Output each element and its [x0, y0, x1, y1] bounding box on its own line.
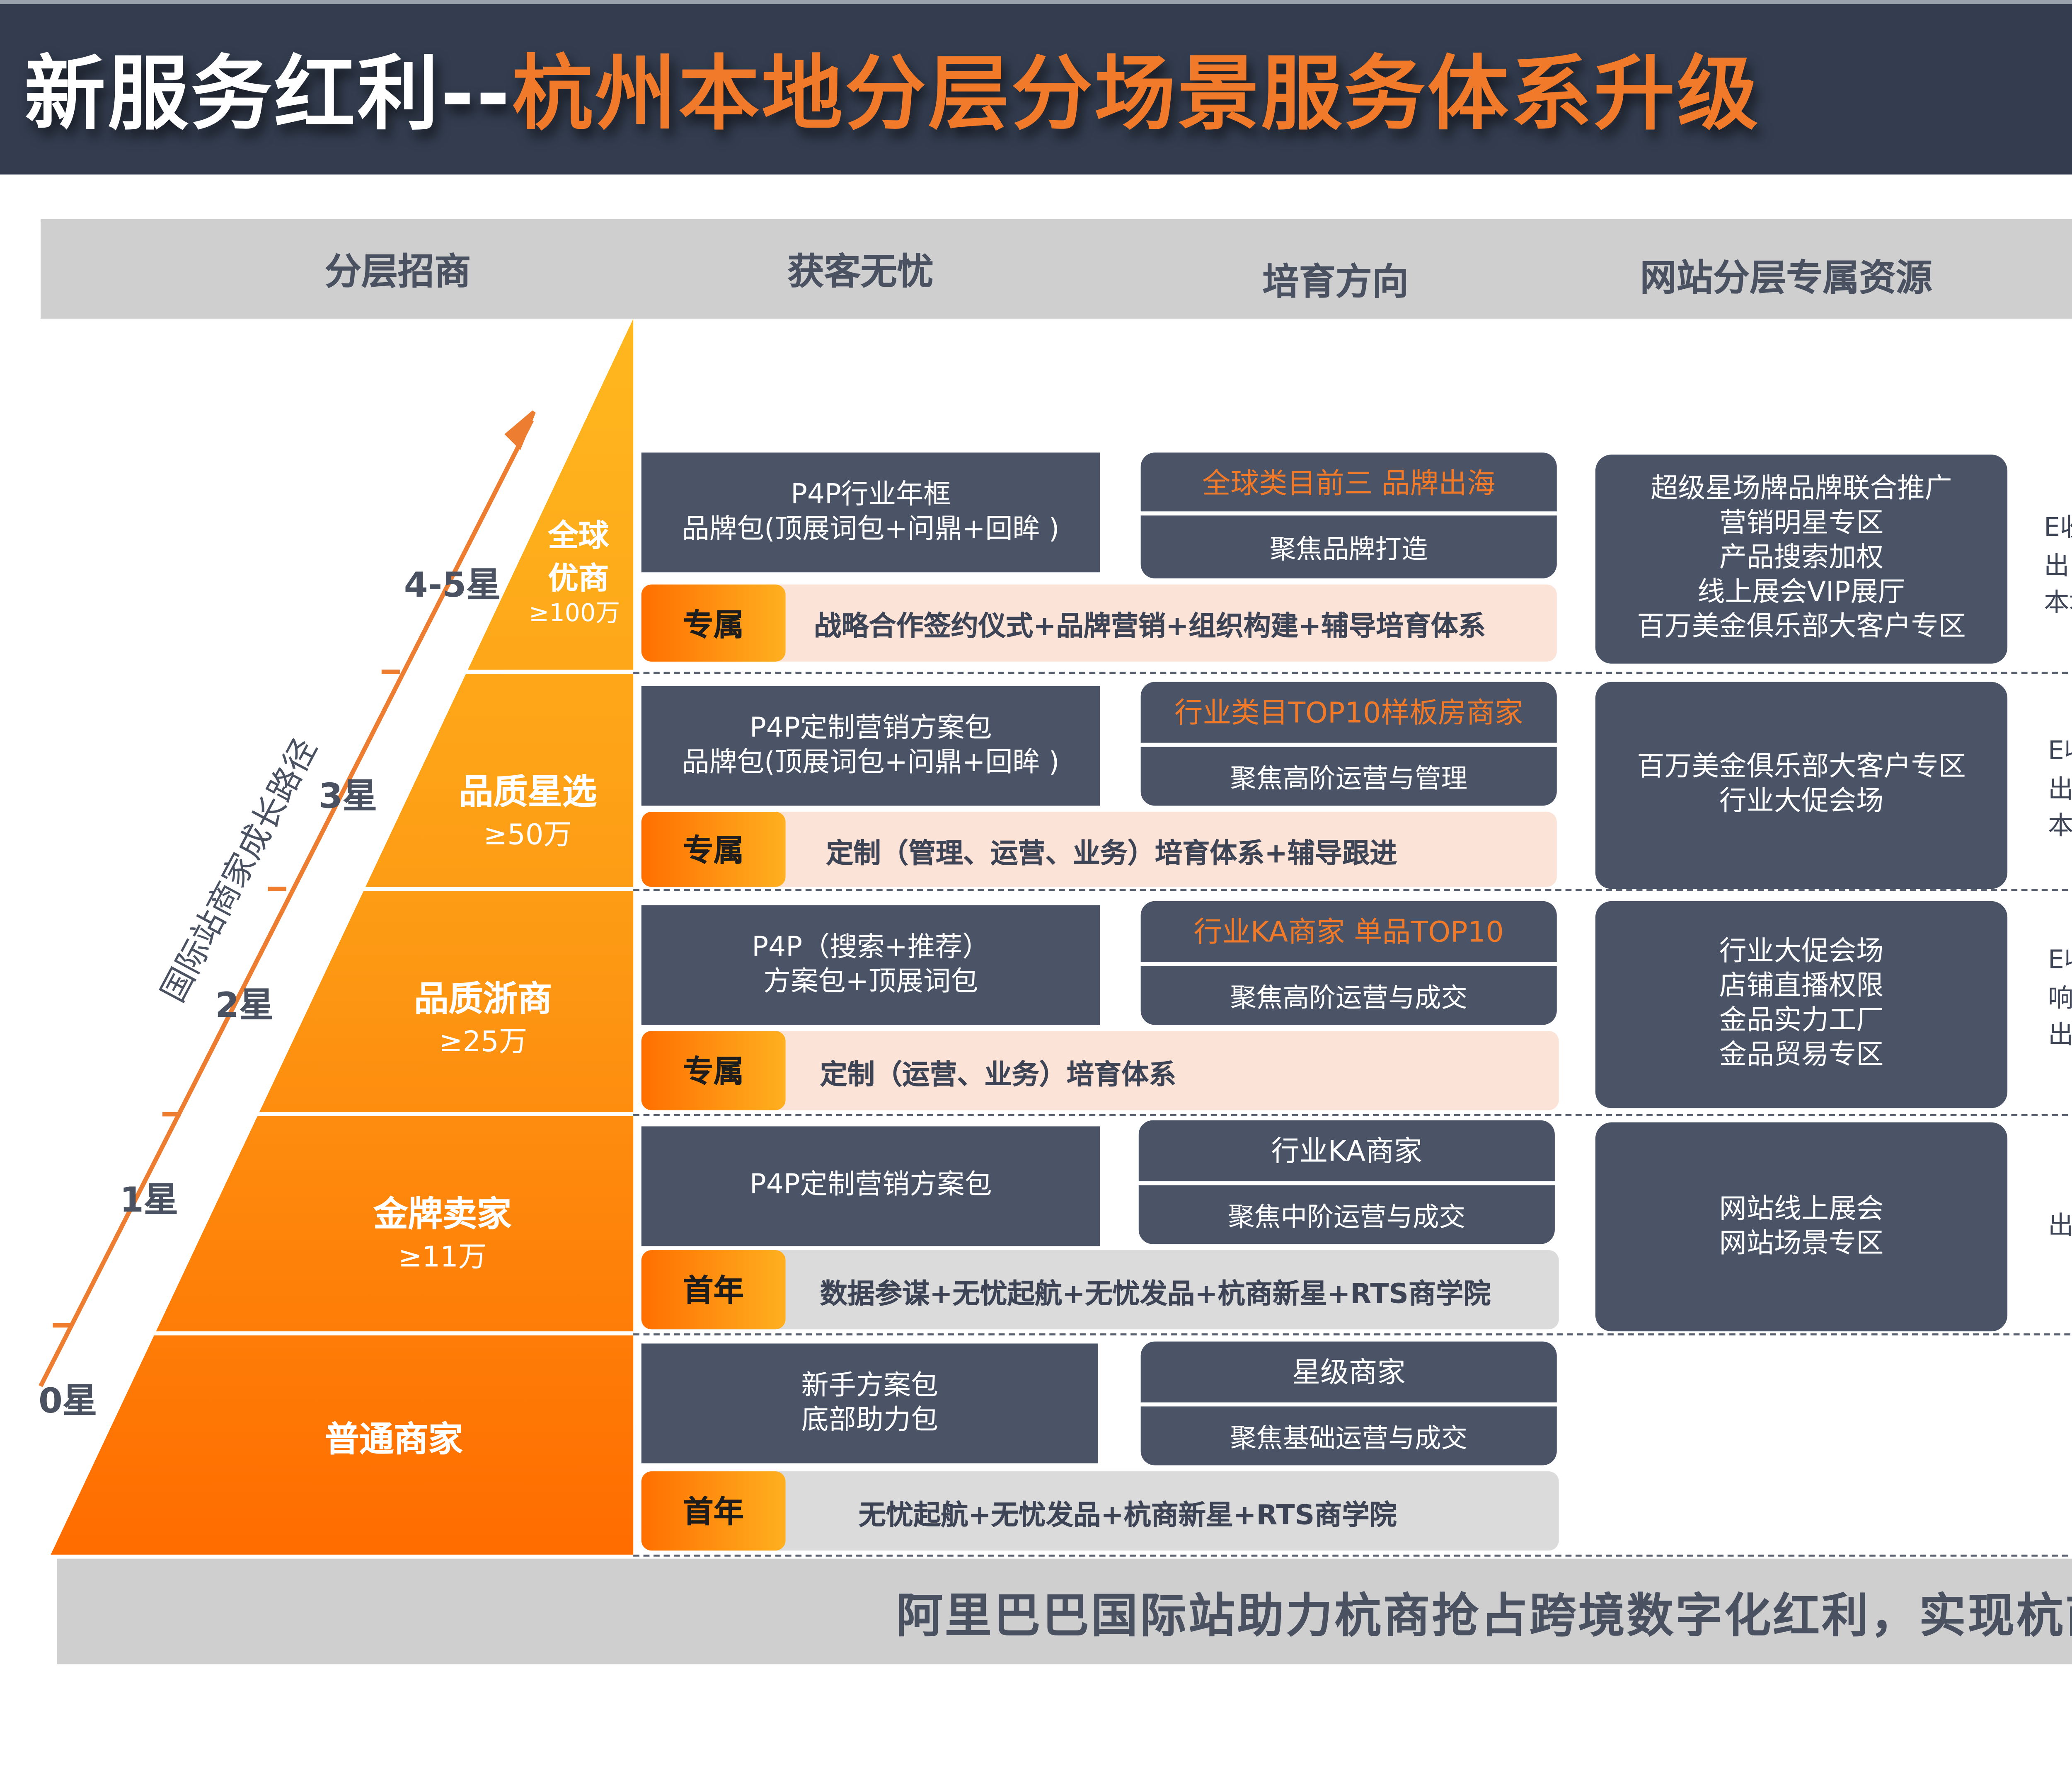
tier-label-quality-zhe: 品质浙商 ≥25万	[414, 980, 552, 1059]
tier-label-regular: 普通商家	[324, 1420, 463, 1461]
tier-threshold-global: ≥100万	[529, 598, 620, 627]
direction-title-tier5: 星级商家	[1140, 1341, 1557, 1403]
acquisition-box-tier1: P4P行业年框 品牌包(顶展词包+问鼎+回眸 )	[641, 452, 1100, 573]
direction-focus-tier2: 聚焦高阶运营与管理	[1140, 747, 1557, 806]
direction-title-tier4: 行业KA商家	[1138, 1120, 1555, 1181]
tier-divider	[503, 670, 634, 674]
title-bar	[0, 0, 2072, 175]
tier-label-global: 全球 优商	[548, 517, 609, 597]
star-level-1: 1星	[119, 1181, 179, 1222]
row-divider	[633, 889, 2072, 891]
exclusive-band-tier3: 专属 定制（运营、业务）培育体系	[641, 1031, 1559, 1110]
acquisition-box-tier2: P4P定制营销方案包 品牌包(顶展词包+问鼎+回眸 )	[641, 686, 1100, 806]
direction-focus-tier4: 聚焦中阶运营与成交	[1138, 1185, 1555, 1244]
first-year-tag: 首年	[641, 1250, 786, 1330]
star-level-2: 2星	[215, 986, 274, 1027]
direction-focus-tier5: 聚焦基础运营与成交	[1140, 1406, 1557, 1466]
exclusive-tag: 专属	[641, 1031, 786, 1110]
first-year-tag: 首年	[641, 1471, 786, 1551]
column-header-site-resources: 网站分层专属资源	[1640, 258, 1932, 300]
supply-chain-tier1: E收汇便捷收款，服务费5折 出口结汇返利服务（1美金/0.5分-0.8分RMB人…	[2044, 511, 2072, 617]
column-header-tiers: 分层招商	[324, 252, 471, 295]
exclusive-band-tier2: 专属 定制（管理、运营、业务）培育体系+辅导跟进	[641, 812, 1557, 887]
star-level-0: 0星	[39, 1382, 97, 1423]
direction-focus-tier1: 聚焦品牌打造	[1140, 515, 1557, 578]
supply-chain-tier3: E收汇便捷收款，服务费5折 响应时效：产品审核、发票验证、资金转款时效1小时 出…	[2048, 943, 2072, 1050]
direction-title-tier3: 行业KA商家 单品TOP10	[1140, 901, 1557, 962]
exclusive-tag: 专属	[641, 584, 786, 662]
title-highlight: 杭州本地分层分场景服务体系升级	[512, 48, 1760, 142]
direction-title-tier1: 全球类目前三 品牌出海	[1140, 452, 1557, 512]
acquisition-box-tier4: P4P定制营销方案包	[641, 1126, 1100, 1246]
column-header-acquisition: 获客无忧	[787, 252, 934, 295]
star-level-4-5: 4-5星	[404, 566, 501, 607]
first-year-band-tier5: 首年 无忧起航+无忧发品+杭商新星+RTS商学院	[641, 1471, 1559, 1551]
exclusive-band-tier1: 专属 战略合作签约仪式+品牌营销+组织构建+辅导培育体系	[641, 584, 1557, 662]
row-divider	[633, 672, 2072, 674]
column-header-direction: 培育方向	[1262, 261, 1409, 305]
exclusive-tag: 专属	[641, 812, 786, 887]
row-divider	[633, 1333, 2072, 1335]
site-resources-tier4: 网站线上展会 网站场景专区	[1595, 1122, 2008, 1332]
footer-slogan: 阿里巴巴国际站助力杭商抢占跨境数字化红利，实现杭商品牌出海	[57, 1558, 2072, 1664]
site-resources-tier2: 百万美金俱乐部大客户专区 行业大促会场	[1595, 682, 2008, 889]
site-resources-tier1: 超级星场牌品牌联合推广 营销明星专区 产品搜索加权 线上展会VIP展厅 百万美金…	[1595, 455, 2008, 664]
row-divider	[633, 1554, 2072, 1557]
site-resources-tier3: 行业大促会场 店铺直播权限 金品实力工厂 金品贸易专区	[1595, 901, 2008, 1108]
first-year-band-tier4: 首年 数据参谋+无忧起航+无忧发品+杭商新星+RTS商学院	[641, 1250, 1559, 1330]
tier-label-gold-seller: 金牌卖家 ≥11万	[373, 1195, 512, 1275]
direction-focus-tier3: 聚焦高阶运营与成交	[1140, 966, 1557, 1025]
supply-chain-tier2: E收汇便捷收款，服务费5折 出口结汇返利服务（1美金/0.5分-0.8分人民币）…	[2048, 735, 2072, 840]
star-level-3: 3星	[318, 777, 378, 818]
page-title: 新服务红利--杭州本地分层分场景服务体系升级	[24, 29, 1760, 146]
title-prefix: 新服务红利--	[24, 48, 512, 142]
acquisition-box-tier5: 新手方案包 底部助力包	[641, 1343, 1098, 1463]
row-divider	[633, 1114, 2072, 1116]
acquisition-box-tier3: P4P（搜索+推荐） 方案包+顶展词包	[641, 905, 1100, 1025]
column-header-bar	[40, 219, 2072, 319]
tier-label-quality-star: 品质星选 ≥50万	[458, 773, 597, 853]
direction-title-tier2: 行业类目TOP10样板房商家	[1140, 682, 1557, 743]
supply-chain-tier4: 出口结汇返利服务（1美金/0.5分-0.8分人民）	[2048, 1209, 2072, 1240]
